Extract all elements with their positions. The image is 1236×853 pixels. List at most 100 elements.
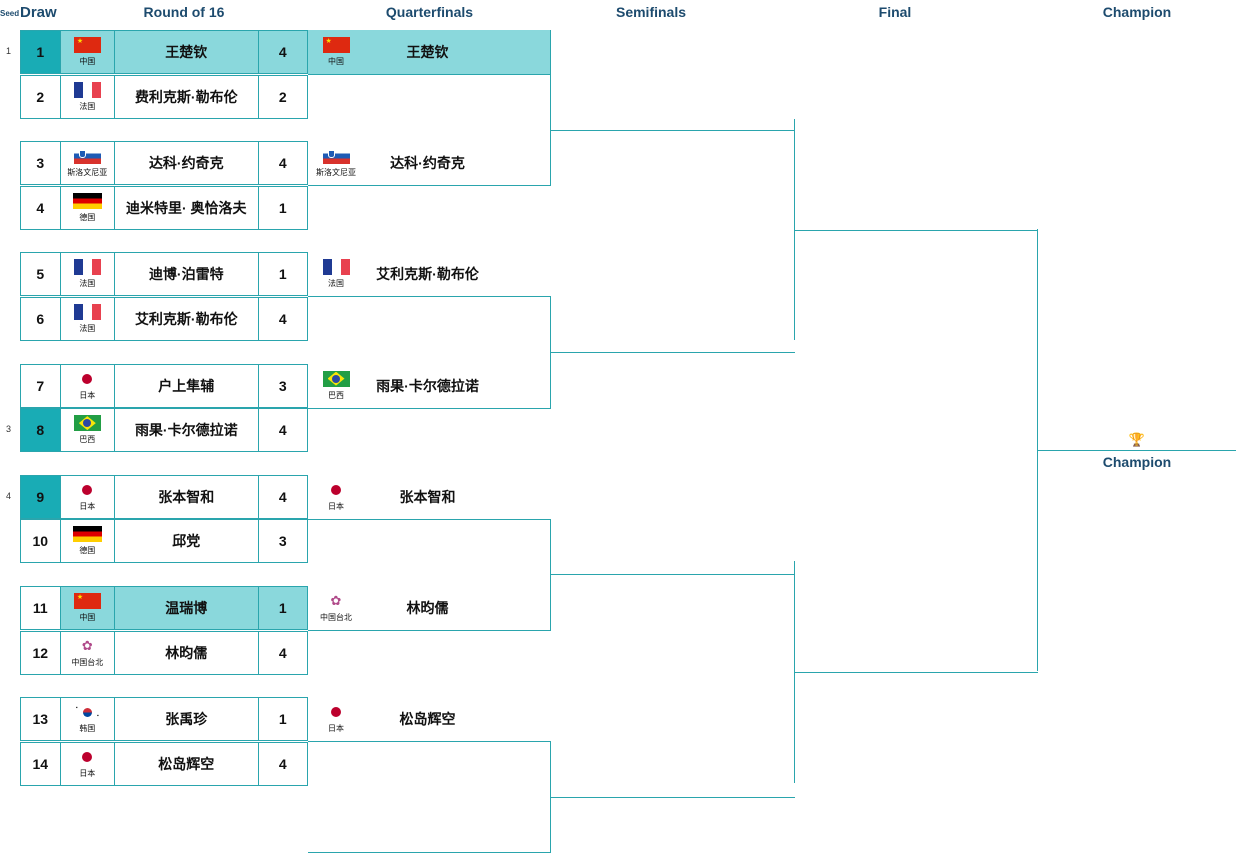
bracket-line	[551, 796, 795, 798]
player-name[interactable]: 雨果·卡尔德拉诺	[376, 377, 479, 394]
match-row: 3 斯洛文尼亚 达科·约奇克 4	[20, 141, 308, 186]
draw-number: 3	[21, 142, 61, 185]
country-name: 韩国	[79, 724, 96, 734]
bracket-line	[550, 518, 551, 630]
player-name[interactable]: 林昀儒	[115, 631, 259, 674]
match-row: 14 日本 松岛辉空 4	[20, 741, 308, 786]
player-name[interactable]: 松岛辉空	[115, 742, 259, 785]
country-cell: ★中国	[308, 37, 364, 67]
semifinals-header: Semifinals	[615, 4, 687, 20]
country-name: 中国	[79, 613, 96, 622]
country-cell: 德国	[61, 520, 116, 563]
player-name[interactable]: 王楚钦	[115, 31, 259, 73]
match-row: 11 ★中国 温瑞博 1	[20, 586, 308, 630]
country-name: 德国	[79, 212, 96, 222]
draw-number: 13	[21, 698, 61, 741]
china-flag-icon: ★	[73, 37, 101, 53]
draw-number: 2	[21, 75, 61, 118]
country-cell: 法国	[61, 297, 116, 340]
player-name[interactable]: 林昀儒	[406, 600, 449, 616]
trophy-icon: 🏆	[1128, 432, 1146, 447]
country-name: 巴西	[79, 435, 96, 445]
draw-number: 11	[21, 587, 61, 629]
country-cell: 法国	[308, 259, 364, 289]
score: 1	[278, 266, 287, 283]
country-cell: 巴西	[308, 370, 364, 401]
bracket-line	[1037, 229, 1038, 671]
player-name[interactable]: 迪米特里· 奥恰洛夫	[115, 186, 259, 229]
draw-number: 4	[21, 186, 61, 229]
player-name[interactable]: 邱党	[115, 520, 259, 563]
player-name[interactable]: 户上隼辅	[115, 364, 259, 407]
bracket-line	[550, 296, 551, 408]
bracket-line	[308, 74, 551, 75]
player-name[interactable]: 艾利克斯·勒布伦	[115, 297, 259, 340]
match-row: 10 德国 邱党 3	[20, 519, 308, 564]
quarterfinal-entry: ✿ 中国台北 林昀儒	[308, 586, 551, 630]
score: 4	[278, 644, 287, 661]
bracket-line	[795, 672, 1038, 673]
draw-number: 6	[21, 297, 61, 340]
player-name[interactable]: 艾利克斯·勒布伦	[376, 266, 479, 283]
player-name[interactable]: 迪博·泊雷特	[115, 253, 259, 296]
country-name: 中国	[328, 57, 344, 66]
bracket-line	[550, 741, 551, 853]
chinese-taipei-flag-icon: ✿	[73, 637, 101, 654]
country-name: 中国台北	[71, 657, 104, 667]
bracket-line	[794, 119, 795, 340]
france-flag-icon	[73, 303, 101, 320]
seed-number: 4	[6, 490, 12, 501]
draw-number: 5	[21, 253, 61, 296]
seed-number: 1	[6, 46, 12, 56]
score: 4	[278, 155, 287, 172]
slovenia-flag-icon	[322, 148, 350, 165]
china-flag-icon: ★	[73, 593, 101, 609]
player-name[interactable]: 雨果·卡尔德拉诺	[115, 409, 259, 452]
france-flag-icon	[322, 259, 350, 276]
bracket-line	[551, 352, 795, 353]
country-name: 日本	[328, 501, 344, 511]
player-name[interactable]: 张本智和	[115, 475, 259, 518]
player-name[interactable]: 张本智和	[399, 488, 456, 505]
match-row: 8 巴西 雨果·卡尔德拉诺 4	[20, 408, 308, 453]
score: 3	[278, 377, 287, 394]
country-name: 中国台北	[320, 613, 352, 622]
match-row: 7 日本 户上隼辅 3	[20, 363, 308, 408]
country-cell: 斯洛文尼亚	[61, 142, 116, 185]
player-name[interactable]: 温瑞博	[115, 587, 259, 629]
country-cell: 日本	[61, 742, 116, 785]
quarterfinal-entry: 日本松岛辉空	[308, 697, 551, 741]
country-cell: 巴西	[61, 409, 116, 452]
player-name[interactable]: 达科·约奇克	[115, 142, 259, 185]
player-name[interactable]: 张禹珍	[115, 698, 259, 741]
quarterfinals-header: Quarterfinals	[385, 4, 474, 20]
country-cell: ▪▪ 韩国	[61, 698, 116, 741]
bracket-line	[551, 574, 795, 576]
country-cell: ★ 中国	[60, 587, 116, 629]
country-name: 中国	[79, 57, 96, 66]
bracket-line	[308, 407, 551, 409]
player-name[interactable]: 费利克斯·勒布伦	[115, 75, 259, 118]
draw-number: 7	[21, 364, 61, 407]
seed-header: Seed	[0, 9, 20, 18]
quarterfinal-entry: ★中国 王楚钦	[308, 30, 551, 74]
match-row: 13 ▪▪ 韩国 张禹珍 1	[20, 697, 308, 742]
chinese-taipei-flag-icon: ✿	[322, 593, 350, 609]
player-name[interactable]: 达科·约奇克	[390, 155, 465, 172]
player-name[interactable]: 王楚钦	[406, 44, 449, 60]
score: 1	[278, 711, 287, 728]
quarterfinal-entry: 巴西雨果·卡尔德拉诺	[308, 364, 551, 408]
bracket-line	[551, 129, 795, 131]
player-name[interactable]: 松岛辉空	[399, 711, 456, 728]
country-name: 法国	[79, 323, 96, 333]
draw-header: Draw	[20, 4, 57, 21]
country-cell: 日本	[61, 364, 116, 407]
japan-flag-icon	[73, 748, 101, 765]
score: 4	[278, 422, 287, 439]
draw-number: 9	[21, 475, 61, 518]
draw-number: 1	[21, 31, 61, 73]
korea-flag-icon: ▪▪	[73, 704, 101, 721]
draw-number: 12	[21, 631, 61, 674]
draw-number: 10	[21, 520, 61, 563]
score: 4	[258, 31, 307, 73]
